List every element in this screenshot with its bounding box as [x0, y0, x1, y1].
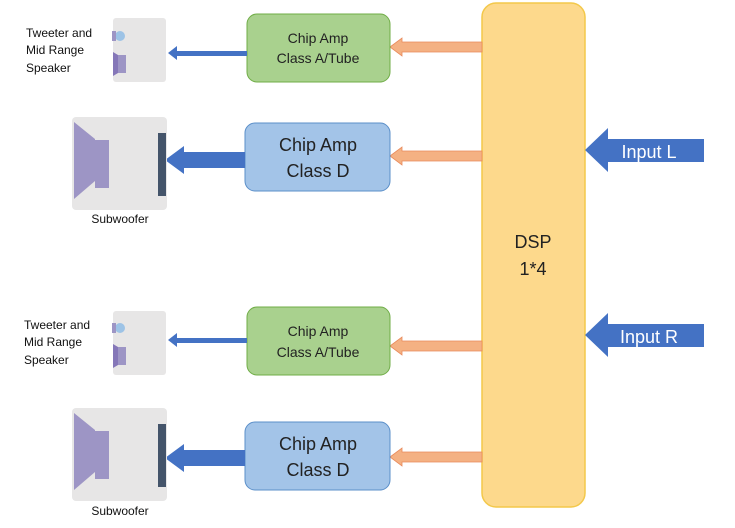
speaker-label-3: Tweeter and Mid Range Speaker — [24, 318, 90, 367]
subwoofer-label-2: Subwoofer — [91, 504, 148, 518]
speaker-1-line3: Speaker — [26, 61, 71, 75]
amp-block-2: Chip Amp Class D — [244, 122, 391, 192]
output-arrow-2 — [165, 146, 245, 174]
speaker-label-1: Tweeter and Mid Range Speaker — [26, 26, 92, 75]
midrange-driver-icon — [118, 347, 126, 365]
subwoofer-speaker-2 — [72, 408, 167, 501]
dsp-label-line2: 1*4 — [519, 259, 546, 279]
speaker-3-line1: Tweeter and — [24, 318, 90, 332]
tweeter-dome-icon — [115, 323, 125, 333]
amp-4-line2: Class D — [286, 460, 349, 480]
input-arrow-right: Input R — [585, 313, 704, 357]
output-arrow-3 — [168, 333, 247, 347]
woofer-cone-icon — [74, 122, 95, 199]
tweeter-dome-icon — [115, 31, 125, 41]
subwoofer-grille-bar — [158, 424, 166, 487]
amp-3-line1: Chip Amp — [288, 323, 349, 339]
subwoofer-label-1: Subwoofer — [91, 212, 148, 226]
tweeter-speaker-2 — [112, 311, 166, 375]
speaker-1-line1: Tweeter and — [26, 26, 92, 40]
input-arrow-left: Input L — [585, 128, 704, 172]
tweeter-speaker-1 — [112, 18, 166, 82]
midrange-driver-icon — [118, 55, 126, 73]
dsp-label-line1: DSP — [514, 232, 551, 252]
signal-arrow-1 — [389, 37, 483, 57]
signal-arrow-4 — [389, 447, 483, 467]
amp-1-line2: Class A/Tube — [277, 50, 360, 66]
amp-4-line1: Chip Amp — [279, 434, 357, 454]
amp-2-line1: Chip Amp — [279, 135, 357, 155]
signal-arrow-3 — [389, 336, 483, 356]
woofer-cone-icon — [74, 413, 95, 490]
subwoofer-speaker-1 — [72, 117, 167, 210]
amp-block-4: Chip Amp Class D — [244, 421, 391, 491]
amp-1-line1: Chip Amp — [288, 30, 349, 46]
dsp-block — [481, 2, 586, 508]
amp-2-line2: Class D — [286, 161, 349, 181]
amp-block-1: Chip Amp Class A/Tube — [246, 13, 391, 83]
input-left-label: Input L — [621, 142, 676, 162]
amp-block-3: Chip Amp Class A/Tube — [246, 306, 391, 376]
input-right-label: Input R — [620, 327, 678, 347]
speaker-1-line2: Mid Range — [26, 43, 84, 57]
amp-3-line2: Class A/Tube — [277, 344, 360, 360]
speaker-3-line3: Speaker — [24, 353, 69, 367]
output-arrow-4 — [165, 444, 245, 472]
subwoofer-grille-bar — [158, 133, 166, 196]
speaker-3-line2: Mid Range — [24, 335, 82, 349]
output-arrow-1 — [168, 46, 247, 60]
signal-arrow-2 — [389, 146, 483, 166]
